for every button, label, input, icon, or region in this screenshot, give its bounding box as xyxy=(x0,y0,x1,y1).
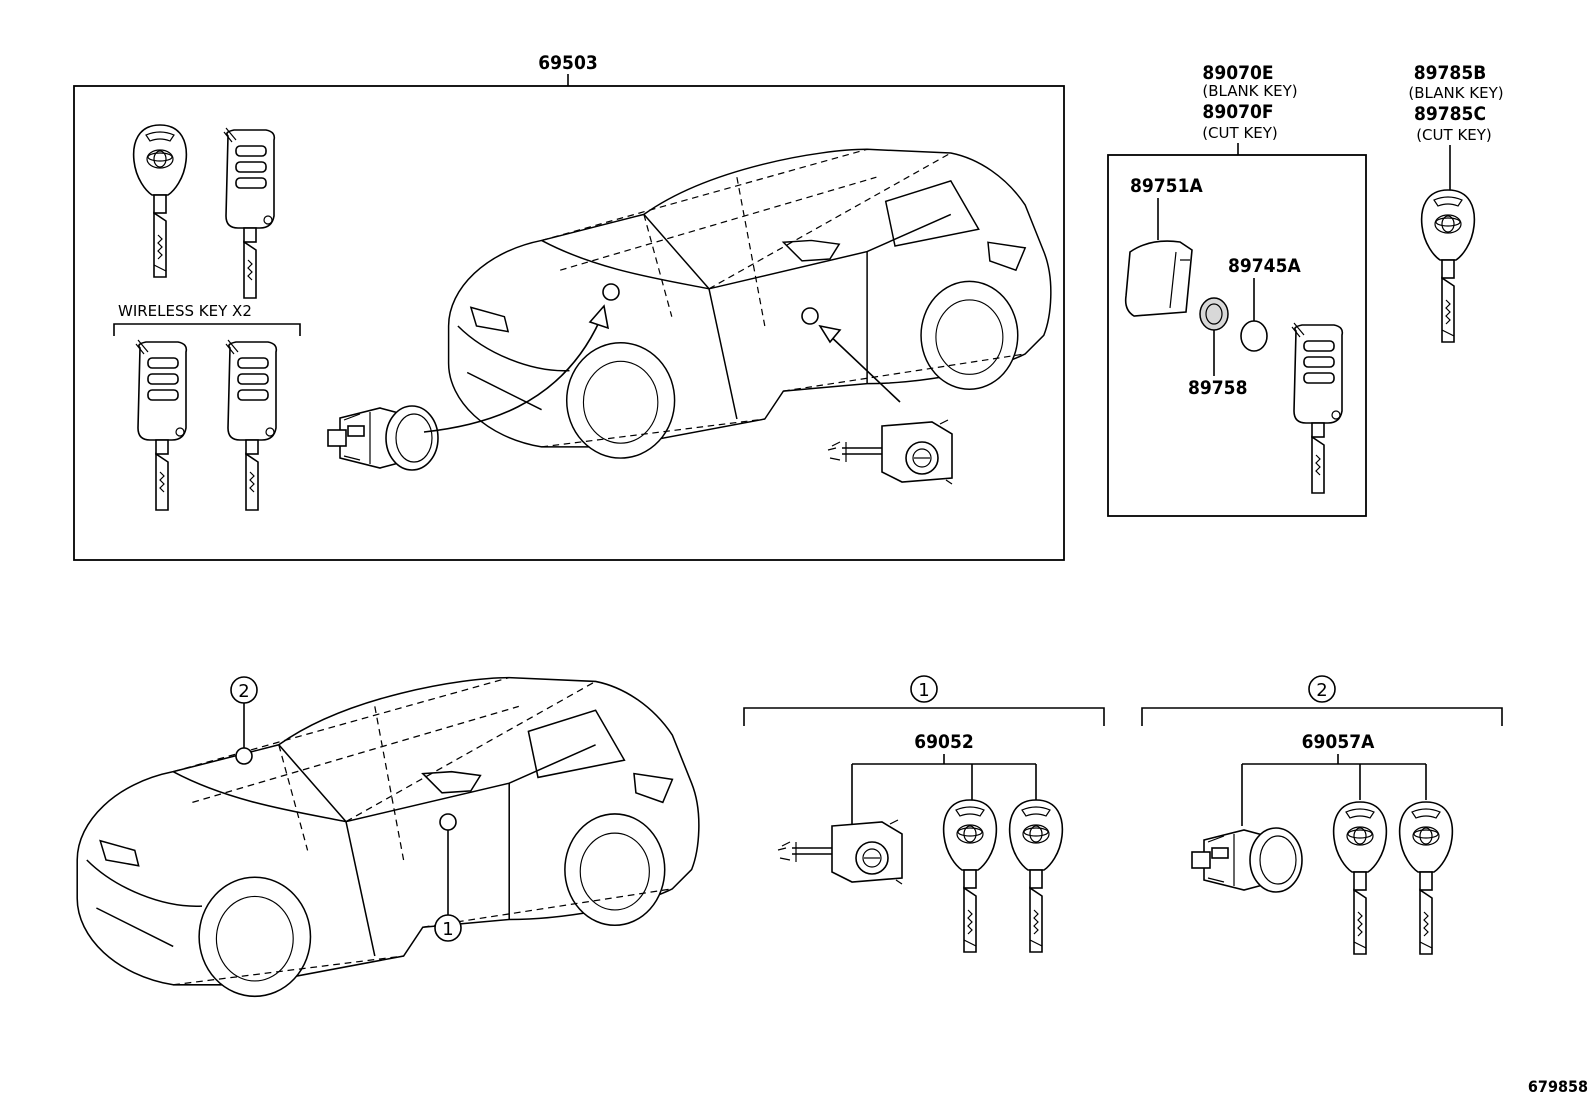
wireless-bracket xyxy=(113,323,301,336)
housing-flip-key xyxy=(1291,322,1344,494)
key-case-part xyxy=(1124,240,1193,317)
set-one-bracket xyxy=(743,707,1105,726)
set-one-door-cylinder xyxy=(777,819,903,885)
key-flip-right xyxy=(225,339,278,511)
spare-key xyxy=(1420,189,1476,343)
housing-cut-note: (CUT KEY) xyxy=(1202,124,1278,142)
car-bottom-ignition-point xyxy=(235,747,253,765)
housing-blank-part-number: 89070E xyxy=(1202,62,1273,84)
arrow-to-door xyxy=(825,331,901,403)
wireless-key-label: WIRELESS KEY X2 xyxy=(118,302,252,320)
callout-one-label: 1 xyxy=(442,919,453,940)
key-plain-top xyxy=(132,124,188,278)
set-one-callout-label: 1 xyxy=(918,680,929,701)
set-two-callout-circle xyxy=(1308,675,1336,703)
set-two-key-a xyxy=(1332,801,1388,955)
set-two-part-number: 69057A xyxy=(1302,731,1375,753)
housing-cut-part-number: 89070F xyxy=(1202,101,1273,123)
door-cylinder-top xyxy=(827,419,953,485)
housing-box xyxy=(1107,154,1367,517)
cover-part xyxy=(1199,297,1229,331)
spare-cut-part-number: 89785C xyxy=(1414,103,1486,125)
car-bottom-door-point xyxy=(439,813,457,831)
kit-part-number: 69503 xyxy=(538,52,597,74)
housing-blank-note: (BLANK KEY) xyxy=(1202,82,1297,100)
callout-one-circle xyxy=(434,914,462,942)
arrow-to-ignition xyxy=(423,319,601,433)
spare-cut-note: (CUT KEY) xyxy=(1416,126,1492,144)
cover-part-number: 89758 xyxy=(1188,377,1247,399)
kit-box xyxy=(73,85,1065,561)
set-two-ignition-cylinder xyxy=(1191,827,1303,893)
battery-part xyxy=(1240,320,1268,352)
callout-two-label: 2 xyxy=(238,681,249,702)
car-top xyxy=(447,148,1052,459)
car-top-ignition-point xyxy=(602,283,620,301)
set-two-callout-label: 2 xyxy=(1316,680,1327,701)
key-flip-left xyxy=(135,339,188,511)
spare-blank-part-number: 89785B xyxy=(1414,62,1487,84)
set-one-callout-circle xyxy=(910,675,938,703)
car-top-door-point xyxy=(801,307,819,325)
set-two-key-b xyxy=(1398,801,1454,955)
ignition-cylinder-top xyxy=(327,405,439,471)
spare-blank-note: (BLANK KEY) xyxy=(1408,84,1503,102)
battery-part-number: 89745A xyxy=(1228,255,1301,277)
set-one-key-b xyxy=(1008,799,1064,953)
figure-id: 679858 xyxy=(1528,1077,1588,1096)
case-part-number: 89751A xyxy=(1130,175,1203,197)
car-bottom xyxy=(76,676,700,998)
set-one-part-number: 69052 xyxy=(914,731,973,753)
set-one-key-a xyxy=(942,799,998,953)
key-flip-top xyxy=(223,127,276,299)
set-two-bracket xyxy=(1141,707,1503,726)
